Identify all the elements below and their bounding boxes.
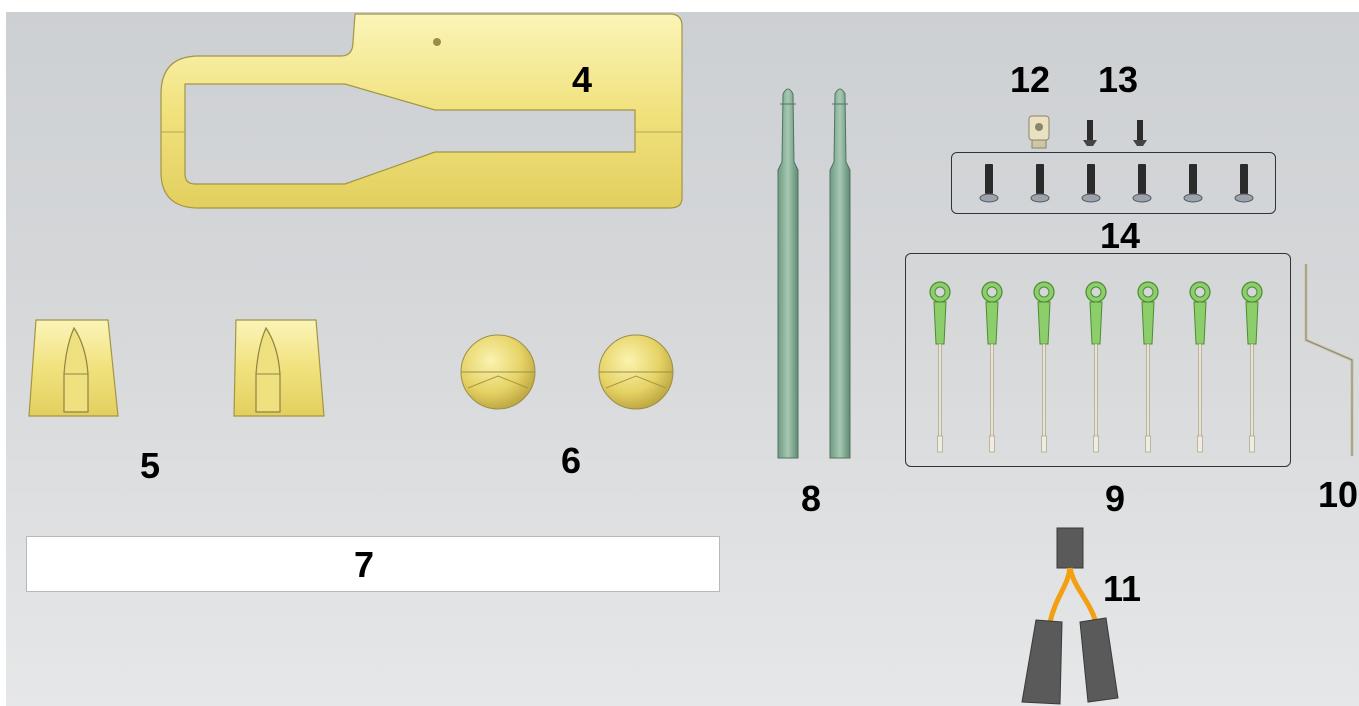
part-14-box [951,152,1276,214]
label-6: 6 [561,440,582,481]
part-5-block-left [28,319,119,417]
label-9: 9 [1105,478,1126,519]
label-10: 10 [1318,474,1359,515]
part-4-frame [160,13,683,209]
label-4: 4 [572,59,593,100]
part-13-screw-b [1133,120,1147,146]
label-5: 5 [140,445,161,486]
label-13: 13 [1098,59,1139,100]
part-12-collar [1028,115,1050,149]
part-10-wire [1304,264,1354,456]
label-14: 14 [1100,215,1141,256]
part-6-dome-left [460,334,536,410]
part-14-screws [979,163,1254,203]
label-7: 7 [354,544,375,585]
part-7-strip [26,536,720,592]
part-8-rods [777,88,851,459]
part-11-y-harness [1021,527,1119,705]
label-8: 8 [801,478,822,519]
label-12: 12 [1010,59,1051,100]
part-9-box [905,253,1291,467]
part-13-screw-a [1083,120,1097,146]
part-9-links [929,281,1263,453]
part-6-dome-right [598,334,674,410]
part-5-block-right [233,319,325,417]
label-11: 11 [1103,568,1142,609]
